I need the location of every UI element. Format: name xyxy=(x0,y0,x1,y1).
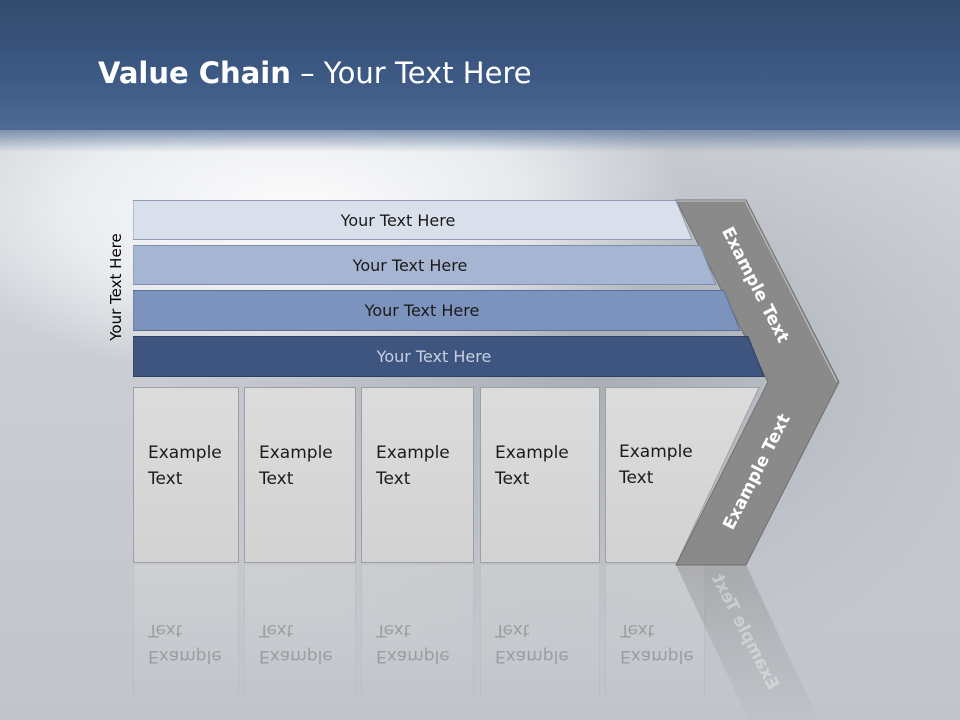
box-3-line2: Text xyxy=(376,469,411,489)
chevron-shape xyxy=(675,199,840,566)
page-title-bold: Value Chain xyxy=(98,56,291,90)
band-4-shape xyxy=(133,336,765,377)
band-2-shape xyxy=(133,245,717,285)
chevron-reflection xyxy=(676,565,819,720)
title-bar xyxy=(0,0,960,130)
box-2-line1: Example xyxy=(259,443,333,463)
box-5-line1: Example xyxy=(619,442,693,462)
chevron-highlight xyxy=(677,200,838,383)
page-title: Value Chain – Your Text Here xyxy=(98,50,532,96)
box-4-line2: Text xyxy=(495,469,530,489)
band-3: Your Text Here xyxy=(133,290,741,331)
band-4: Your Text Here xyxy=(133,336,765,377)
band-2-label: Your Text Here xyxy=(352,255,468,275)
box-1-line1: Example xyxy=(148,443,222,463)
page-title-rest: – Your Text Here xyxy=(290,56,532,90)
box-1-line2: Text xyxy=(148,469,183,489)
box-3-line1: Example xyxy=(376,443,450,463)
box-5-line2: Text xyxy=(619,468,654,488)
band-3-shape xyxy=(133,290,741,331)
box-2-line2: Text xyxy=(259,469,294,489)
band-1: Your Text Here xyxy=(133,200,693,240)
band-1-shape xyxy=(133,200,693,240)
title-bar-fade xyxy=(0,122,960,152)
box-4-line1: Example xyxy=(495,443,569,463)
band-2: Your Text Here xyxy=(133,245,717,285)
band-1-label: Your Text Here xyxy=(340,210,456,230)
band-3-label: Your Text Here xyxy=(364,300,480,320)
band-4-label: Your Text Here xyxy=(376,346,492,366)
